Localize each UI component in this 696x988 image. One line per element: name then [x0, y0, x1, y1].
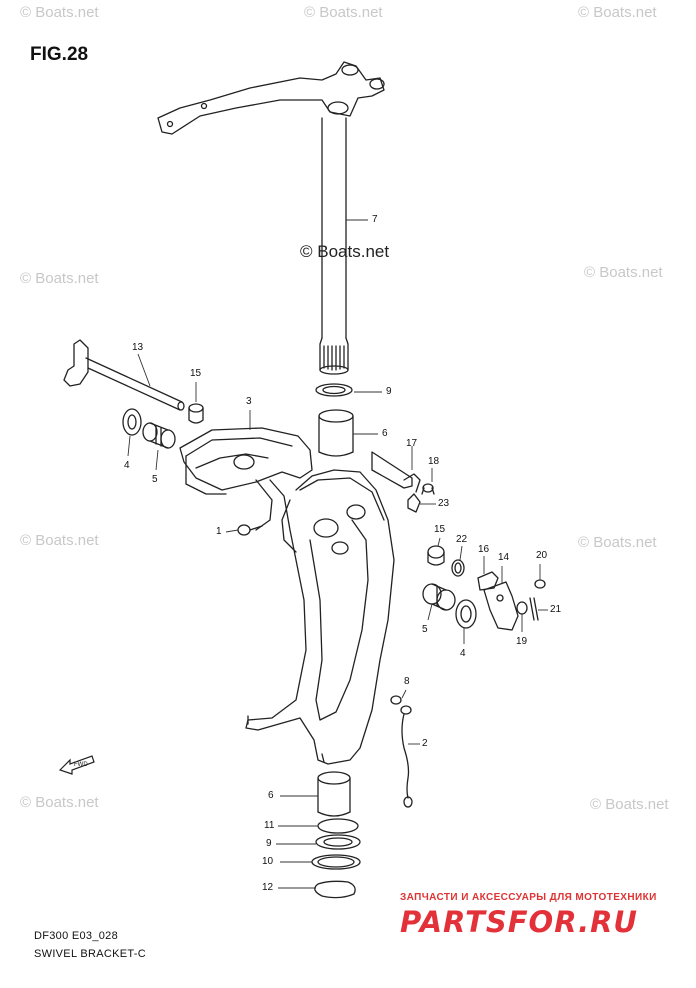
- part-label-14: 14: [498, 552, 510, 563]
- bushing-15-left: [188, 403, 204, 424]
- part-label-10: 10: [262, 856, 274, 867]
- part-label-4: 4: [460, 648, 466, 659]
- part-label-19: 19: [516, 636, 528, 647]
- watermark: © Boats.net: [20, 794, 99, 811]
- part-label-3: 3: [246, 396, 252, 407]
- fwd-label: FWD: [74, 762, 88, 768]
- bolt-8: [390, 695, 412, 715]
- nut-20: [534, 579, 546, 589]
- part-label-7: 7: [372, 214, 378, 225]
- swivel-bracket: [179, 427, 395, 765]
- watermark: © Boats.net: [590, 796, 669, 813]
- part-label-1: 1: [216, 526, 222, 537]
- washer-11: [317, 818, 359, 834]
- diagram-name: SWIVEL BRACKET-C: [34, 948, 146, 960]
- bushing-6-top: [318, 409, 354, 457]
- watermark: © Boats.net: [20, 4, 99, 21]
- part-label-15: 15: [190, 368, 202, 379]
- bushing-15-right: [427, 545, 445, 566]
- part-label-18: 18: [428, 456, 440, 467]
- part-label-16: 16: [478, 544, 490, 555]
- bush-5-left: [142, 422, 176, 449]
- part-label-13: 13: [132, 342, 144, 353]
- spring-22: [451, 559, 465, 577]
- washer-4-left: [122, 408, 142, 436]
- washer-4-right: [455, 599, 477, 629]
- watermark: © Boats.net: [584, 264, 663, 281]
- part-label-5: 5: [422, 624, 428, 635]
- part-label-12: 12: [262, 882, 274, 893]
- part-label-9: 9: [266, 838, 272, 849]
- snap-ring-12: [314, 880, 356, 899]
- part-label-5: 5: [152, 474, 158, 485]
- bracket-14: [483, 581, 519, 631]
- diagram-code: DF300 E03_028: [34, 930, 119, 942]
- part-label-20: 20: [536, 550, 548, 561]
- part-label-9: 9: [386, 386, 392, 397]
- shop-logo: PARTSFOR.RU: [400, 905, 638, 939]
- watermark: © Boats.net: [578, 534, 657, 551]
- washer-19: [516, 601, 528, 615]
- part-label-4: 4: [124, 460, 130, 471]
- steering-shaft: [319, 117, 349, 375]
- part-label-21: 21: [550, 604, 562, 615]
- watermark: © Boats.net: [20, 532, 99, 549]
- washer-9-top: [315, 383, 353, 397]
- fwd-arrow-icon: FWD: [58, 755, 95, 775]
- plate-17: [371, 451, 421, 493]
- part-label-15: 15: [434, 524, 446, 535]
- part-label-17: 17: [406, 438, 418, 449]
- part-label-22: 22: [456, 534, 468, 545]
- watermark: © Boats.net: [578, 4, 657, 21]
- bush-5-right: [422, 583, 456, 611]
- part-label-6: 6: [382, 428, 388, 439]
- part-label-6: 6: [268, 790, 274, 801]
- pin-21: [529, 597, 539, 621]
- watermark: © Boats.net: [304, 4, 383, 21]
- part-label-23: 23: [438, 498, 450, 509]
- steering-arm: [157, 61, 385, 135]
- bolt-18: [421, 483, 435, 495]
- part-label-2: 2: [422, 738, 428, 749]
- figure-title: FIG.28: [30, 44, 89, 65]
- clip-23: [407, 493, 421, 513]
- washer-9-bottom: [315, 834, 361, 850]
- tilt-pin: [63, 339, 185, 411]
- lever-16: [477, 571, 499, 591]
- watermark: © Boats.net: [20, 270, 99, 287]
- part-label-8: 8: [404, 676, 410, 687]
- shop-tagline: ЗАПЧАСТИ И АКСЕССУАРЫ ДЛЯ МОТОТЕХНИКИ: [400, 892, 657, 903]
- bolt-1: [237, 524, 263, 536]
- bushing-6-bottom: [317, 771, 351, 817]
- ground-wire: [401, 713, 413, 808]
- part-label-11: 11: [264, 820, 275, 831]
